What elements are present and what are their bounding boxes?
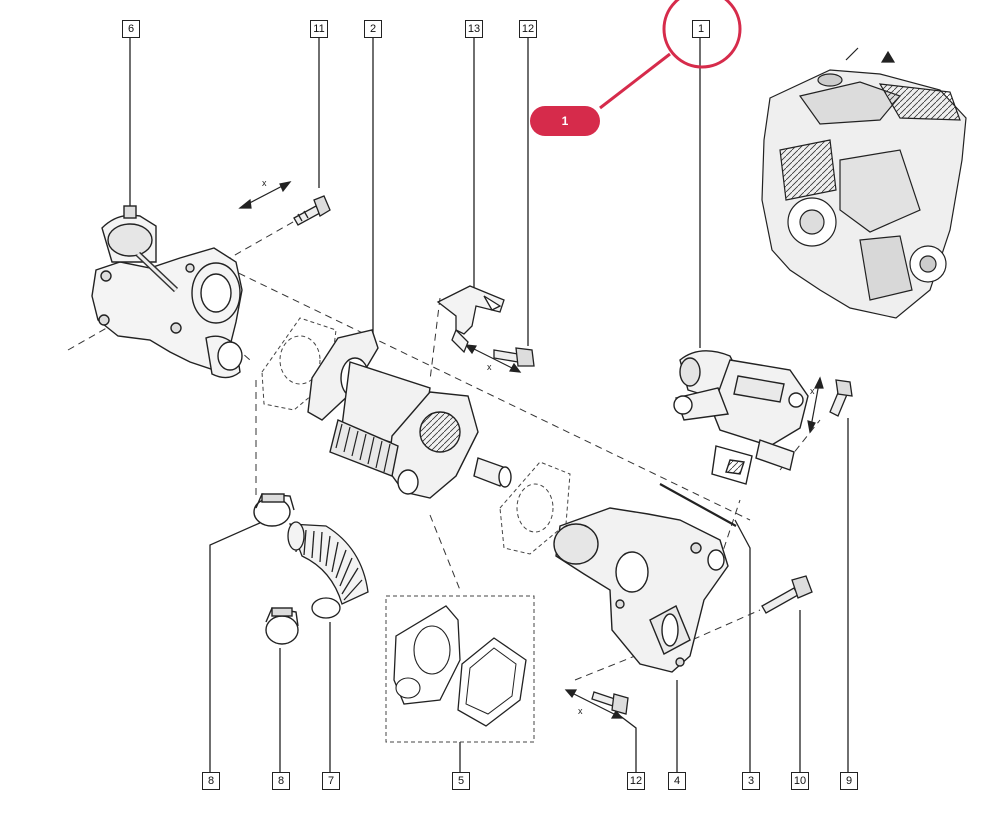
dimension-label: x [578, 706, 583, 716]
dimension-label: x [487, 362, 492, 372]
part-corrugated-hose [287, 521, 369, 619]
part-bolt-12-upper [493, 347, 535, 367]
callout-6: 6 [122, 20, 140, 38]
callout-11: 11 [310, 20, 328, 38]
part-bolt-12-lower [591, 691, 629, 715]
leader-lines [129, 38, 849, 781]
dimension-marks [238, 181, 824, 719]
part-bolt-10 [761, 575, 813, 614]
dimension-label: x [262, 178, 267, 188]
highlight-marker [599, 0, 742, 110]
part-hose-clamp-upper [253, 493, 295, 527]
highlight-badge: 1 [530, 106, 600, 136]
part-egr-valve-assembly [91, 205, 243, 379]
callout-4: 4 [668, 772, 686, 790]
callout-9: 9 [840, 772, 858, 790]
callout-13: 13 [465, 20, 483, 38]
part-egr-actuator [673, 350, 809, 485]
callout-8-left: 8 [202, 772, 220, 790]
callout-2: 2 [364, 20, 382, 38]
callout-12-bottom: 12 [627, 772, 645, 790]
callout-7: 7 [322, 772, 340, 790]
part-hose-clamp-lower [265, 607, 299, 645]
callout-3: 3 [742, 772, 760, 790]
callout-5: 5 [452, 772, 470, 790]
part-gasket-set [385, 595, 535, 743]
engine-reference-illustration [761, 47, 967, 319]
callout-12-top: 12 [519, 20, 537, 38]
callout-1: 1 [692, 20, 710, 38]
callout-8-right: 8 [272, 772, 290, 790]
dimension-label: x [810, 386, 815, 396]
part-bolt-9 [829, 379, 853, 417]
callout-10: 10 [791, 772, 809, 790]
part-bracket [436, 285, 505, 354]
part-egr-housing [553, 483, 737, 673]
part-egr-cooler [307, 329, 512, 499]
part-bolt-11 [293, 195, 331, 226]
